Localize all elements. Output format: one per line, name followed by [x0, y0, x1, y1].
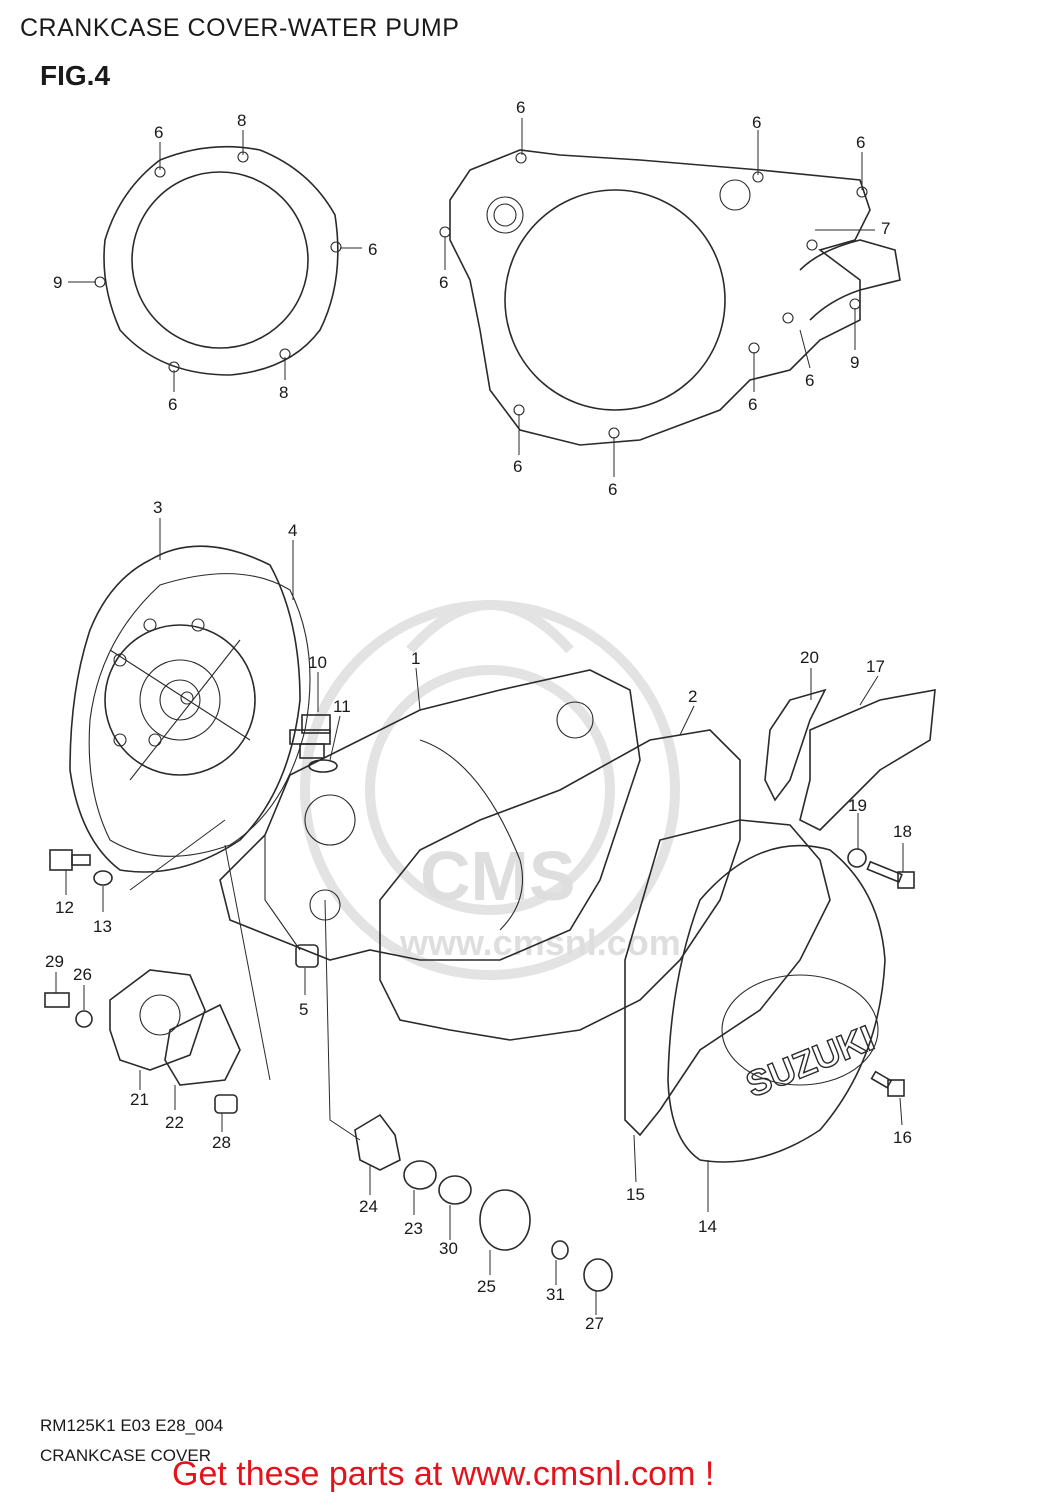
generator-cover-part-14: SUZUKI	[667, 844, 886, 1163]
washer-part-31	[551, 1240, 569, 1260]
watermark-logo: CMS www.cmsnl.com	[300, 600, 681, 980]
callout-2: 2	[688, 687, 697, 706]
part-callouts: 6 8 6 9 6 8 6 6 6 7 6 9 6 6 6 6 3 4 10 1…	[45, 98, 912, 1333]
callout-20: 20	[800, 648, 819, 667]
callout-18: 18	[893, 822, 912, 841]
washer-part-19	[847, 848, 867, 868]
callout-22: 22	[165, 1113, 184, 1132]
callout-31: 31	[546, 1285, 565, 1304]
callout-8: 8	[237, 111, 246, 130]
callout-6: 6	[513, 457, 522, 476]
callout-6: 6	[516, 98, 525, 117]
callout-8: 8	[279, 383, 288, 402]
callout-21: 21	[130, 1090, 149, 1109]
callout-27: 27	[585, 1314, 604, 1333]
callout-12: 12	[55, 898, 74, 917]
drain-plug-part-10	[289, 714, 331, 759]
callout-6: 6	[856, 133, 865, 152]
gear-part-25	[479, 1189, 531, 1251]
figure-label: FIG.4	[40, 60, 111, 91]
page-title: CRANKCASE COVER-WATER PUMP	[20, 14, 460, 42]
callout-6: 6	[168, 395, 177, 414]
bracket-part-20	[764, 688, 827, 802]
diagram-caption: CRANKCASE COVER	[40, 1446, 211, 1465]
bolt-part-12	[49, 849, 91, 871]
callout-9: 9	[53, 273, 62, 292]
seal-part-23	[403, 1160, 437, 1190]
water-pump-body-part-21	[109, 969, 206, 1071]
callout-24: 24	[359, 1197, 378, 1216]
callout-30: 30	[439, 1239, 458, 1258]
callout-6: 6	[805, 371, 814, 390]
washer-part-26	[75, 1010, 93, 1028]
bearing-part-30	[438, 1175, 472, 1205]
clutch-cover-gasket-part-4	[88, 573, 311, 857]
callout-23: 23	[404, 1219, 423, 1238]
callout-7: 7	[881, 219, 890, 238]
callout-13: 13	[93, 917, 112, 936]
promo-link-text[interactable]: Get these parts at www.cmsnl.com !	[172, 1455, 715, 1493]
dowel-pin-part-5	[295, 944, 319, 968]
callout-15: 15	[626, 1185, 645, 1204]
cover-gasket-part-2	[379, 729, 741, 1041]
callout-26: 26	[73, 965, 92, 984]
pump-gasket-part-22	[164, 1003, 241, 1086]
callout-6: 6	[368, 240, 377, 259]
callout-1: 1	[411, 649, 420, 668]
callout-4: 4	[288, 521, 297, 540]
callout-14: 14	[698, 1217, 717, 1236]
cover-brand-logo: SUZUKI	[740, 1017, 880, 1105]
washer-part-13	[93, 870, 113, 886]
callout-9: 9	[850, 353, 859, 372]
cover-gasket-part-15	[624, 819, 831, 1137]
chain-guard-part-17	[799, 689, 936, 831]
callout-16: 16	[893, 1128, 912, 1147]
callout-6: 6	[748, 395, 757, 414]
bolt-part-29	[44, 992, 70, 1008]
callout-6: 6	[154, 123, 163, 142]
callout-6: 6	[752, 113, 761, 132]
washer-part-11	[308, 759, 338, 773]
impeller-part-24	[354, 1113, 401, 1171]
bolt-part-18	[866, 860, 915, 889]
seal-part-27	[583, 1258, 613, 1292]
callout-6: 6	[608, 480, 617, 499]
callout-10: 10	[308, 653, 327, 672]
callout-11: 11	[333, 697, 351, 716]
clutch-cover-gasket-part-8	[94, 145, 342, 376]
callout-28: 28	[212, 1133, 231, 1152]
watermark-badge: CMS	[420, 837, 576, 915]
diagram-code: RM125K1 E03 E28_004	[40, 1416, 224, 1435]
crankcase-cover-gasket	[439, 149, 901, 446]
callout-3: 3	[153, 498, 162, 517]
callout-5: 5	[299, 1000, 308, 1019]
callout-6: 6	[439, 273, 448, 292]
dowel-part-28	[214, 1094, 238, 1114]
callout-17: 17	[866, 657, 885, 676]
clutch-cover-part-3	[69, 545, 301, 873]
callout-leaders	[55, 118, 904, 1315]
callout-29: 29	[45, 952, 64, 971]
callout-19: 19	[848, 796, 867, 815]
bolt-part-16	[870, 1070, 905, 1097]
callout-25: 25	[477, 1277, 496, 1296]
